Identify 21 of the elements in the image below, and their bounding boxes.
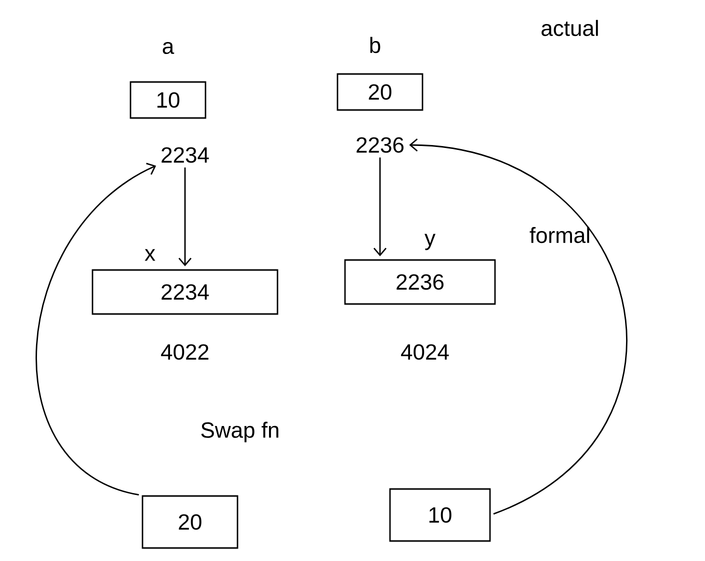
note-label: formal — [530, 226, 590, 244]
address-label: 2236 — [356, 137, 404, 153]
value-box: 10 — [389, 488, 491, 542]
address-label: 4024 — [401, 344, 449, 360]
arrow — [373, 157, 387, 256]
value-box: 20 — [336, 73, 424, 111]
variable-name: x — [144, 249, 156, 261]
value-box: 2236 — [344, 259, 496, 305]
arrow — [178, 167, 192, 266]
value-box: 2234 — [92, 269, 278, 315]
address-label: 4022 — [161, 344, 208, 360]
value-box: 10 — [130, 81, 206, 119]
arrow — [409, 138, 628, 515]
note-label: actual — [542, 20, 598, 36]
value-box: 20 — [142, 495, 238, 549]
variable-name: b — [370, 36, 380, 54]
variable-name: a — [162, 42, 174, 54]
address-label: 2234 — [162, 147, 209, 163]
arrow — [36, 162, 156, 496]
note-label: Swap fn — [201, 422, 278, 442]
variable-name: y — [424, 234, 436, 250]
